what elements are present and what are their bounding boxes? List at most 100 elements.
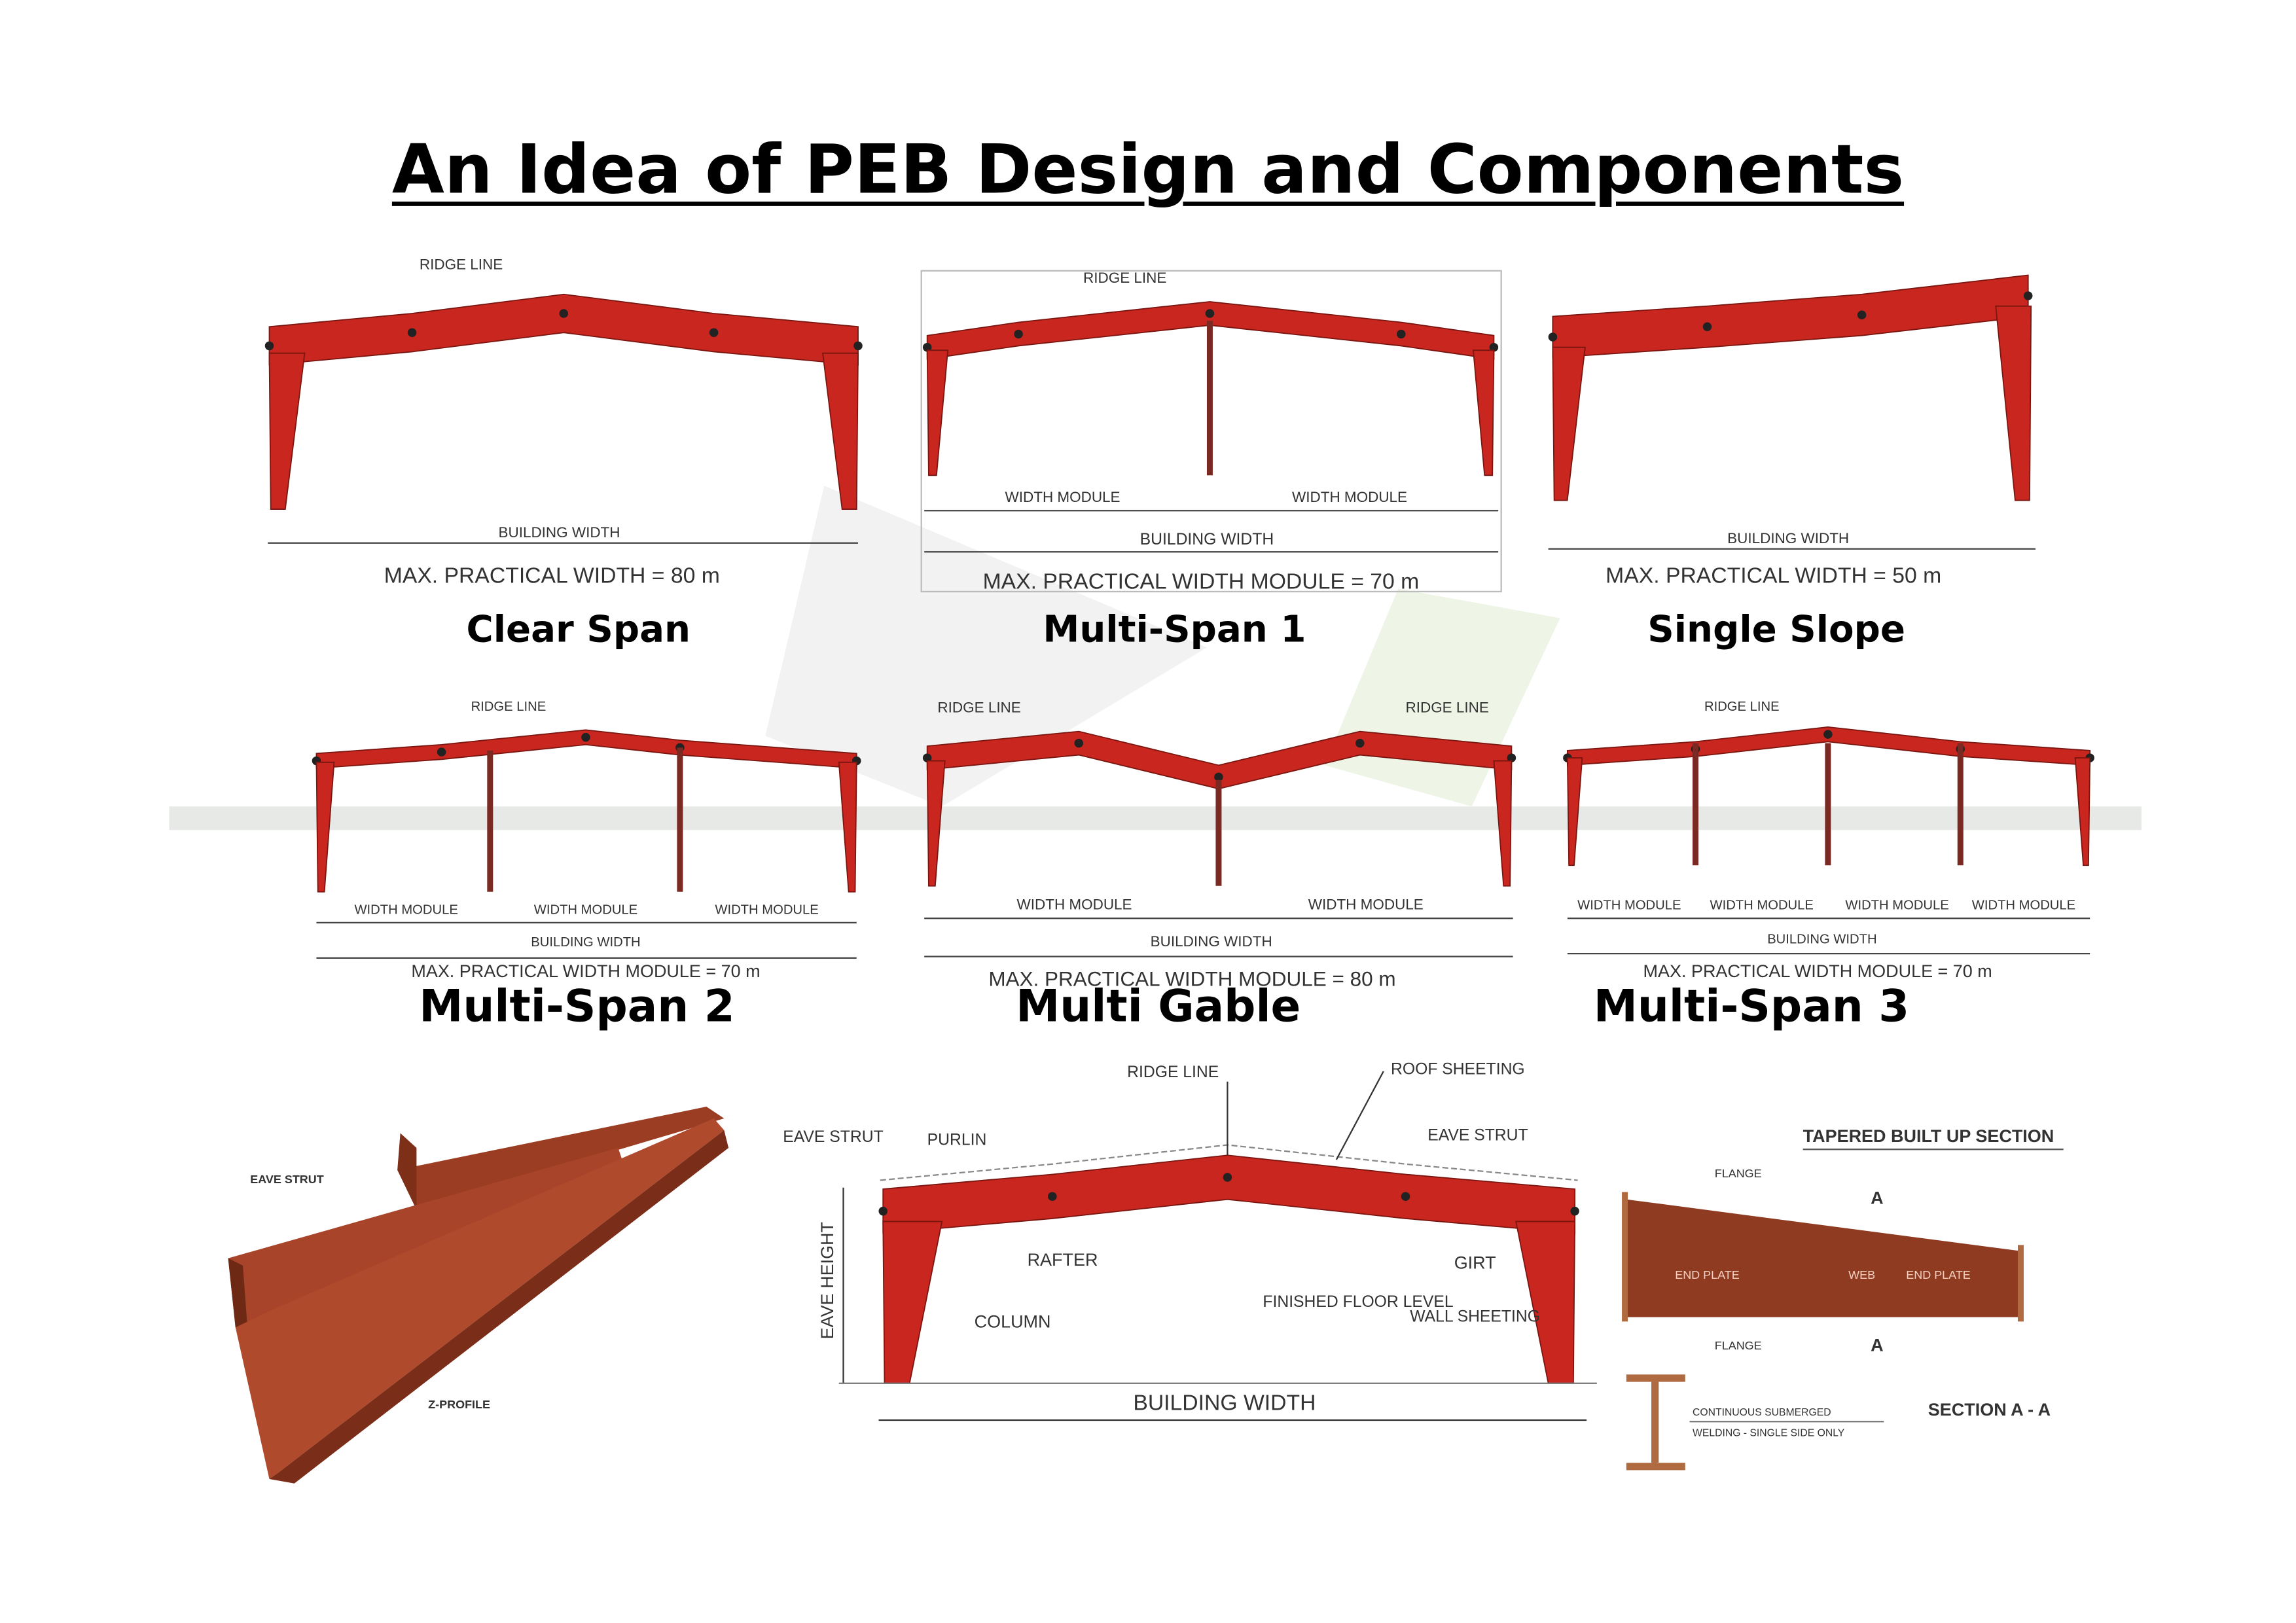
interior-column [1825,743,1831,866]
flange-top-label: FLANGE [1715,1167,1762,1180]
connection-bolt [878,1206,888,1216]
max-width-label: MAX. PRACTICAL WIDTH MODULE = 80 m [988,968,1395,991]
connection-bolt [922,342,932,352]
connection-bolt [1702,322,1712,331]
column [1493,760,1513,887]
column [926,760,946,887]
connection-bolt [922,753,932,762]
column [2074,757,2091,866]
ridge-line-label: RIDGE LINE [1704,700,1780,714]
end-plate-right-label: END PLATE [1906,1268,1971,1281]
building-width-label: BUILDING WIDTH [1140,531,1274,548]
caption-multi-span-3: Multi-Span 3 [1593,981,1910,1033]
building-width-label: BUILDING WIDTH [531,935,640,950]
connection-bolt [581,732,590,742]
caption-multi-span-2: Multi-Span 2 [419,981,735,1033]
tapered-web [1626,1199,2020,1317]
width-module-label: WIDTH MODULE [1017,897,1132,913]
eave-strut-label: EAVE STRUT [250,1173,324,1186]
connection-bolt [1014,329,1023,339]
caption-clear-span: Clear Span [466,607,691,651]
building-width-label: BUILDING WIDTH [1151,933,1272,950]
tapered-section-title: TAPERED BUILT UP SECTION [1803,1126,2054,1146]
connection-bolt [1214,772,1223,782]
welding-label-2: WELDING - SINGLE SIDE ONLY [1693,1428,1845,1439]
end-plate-left-label: END PLATE [1675,1268,1740,1281]
max-width-label: MAX. PRACTICAL WIDTH = 80 m [384,563,720,588]
max-width-label: MAX. PRACTICAL WIDTH MODULE = 70 m [411,961,760,981]
purlin-label: PURLIN [927,1131,987,1149]
width-module-label: WIDTH MODULE [1577,899,1681,913]
column [268,352,306,510]
girt-label: GIRT [1454,1253,1496,1272]
width-module-label: WIDTH MODULE [534,902,637,917]
interior-column [677,747,683,892]
width-module-label: WIDTH MODULE [1972,899,2075,913]
interior-column [1957,743,1964,866]
connection-bolt [853,341,863,351]
building-width-label: BUILDING WIDTH [499,524,620,541]
connection-bolt [1548,332,1558,342]
page-title-text: An Idea of PEB Design and Components [391,129,1905,209]
panel-border [920,270,1502,593]
interior-column [487,750,493,892]
watermark-band [169,806,2142,830]
width-module-label: WIDTH MODULE [354,902,457,917]
ridge-line-label: RIDGE LINE [1406,699,1489,715]
end-plate-right [2017,1245,2024,1322]
column [838,761,857,893]
leader-line [1335,1071,1384,1160]
eave-strut-right-label: EAVE STRUT [1427,1127,1528,1145]
connection-bolt [559,309,568,318]
connection-bolt [264,341,274,351]
ridge-line-label: RIDGE LINE [1127,1063,1219,1081]
end-plate-left [1622,1192,1628,1322]
column [1995,305,2032,501]
watermark-shape [765,486,1207,807]
column [1515,1221,1576,1384]
ridge-line-label: RIDGE LINE [1083,270,1166,286]
connection-bolt [437,747,446,757]
connection-bolt [709,328,719,337]
caption-single-slope: Single Slope [1647,607,1906,651]
connection-bolt [1570,1206,1579,1216]
watermark-shape [1324,588,1560,807]
building-width-label: BUILDING WIDTH [1767,932,1876,946]
column [882,1221,943,1384]
column [1472,349,1495,476]
interior-column [1215,779,1222,886]
connection-bolt [1401,1192,1410,1201]
connection-bolt [407,328,417,337]
width-module-label: WIDTH MODULE [715,902,818,917]
max-width-label: MAX. PRACTICAL WIDTH = 50 m [1605,563,1941,588]
building-width-label: BUILDING WIDTH [1133,1390,1316,1415]
caption-multi-span-1: Multi-Span 1 [1043,607,1306,651]
interior-column [1206,321,1213,476]
section-a-a-title: SECTION A - A [1928,1400,2051,1419]
connection-bolt [1489,342,1499,352]
section-mark-bottom: A [1871,1335,1883,1355]
column [926,349,949,476]
connection-bolt [1223,1173,1232,1182]
column [315,761,335,893]
column [1552,346,1586,501]
column-label: COLUMN [975,1311,1051,1331]
z-profile-illustration [228,1107,729,1484]
column [822,352,859,510]
section-mark-top: A [1871,1188,1883,1207]
column [1566,757,1583,866]
building-width-label: BUILDING WIDTH [1727,530,1849,546]
rafter [268,293,859,366]
connection-bolt [1205,309,1215,318]
flange-bottom-label: FLANGE [1715,1339,1762,1352]
welding-label-1: CONTINUOUS SUBMERGED [1693,1407,1831,1418]
i-section-icon [1626,1374,1685,1471]
max-width-label: MAX. PRACTICAL WIDTH MODULE = 70 m [983,569,1420,594]
rafter [882,1154,1576,1234]
eave-strut-left-label: EAVE STRUT [783,1128,883,1146]
connection-bolt [1074,738,1084,748]
connection-bolt [2023,291,2033,300]
rafter [1552,274,2029,359]
roof-sheeting-label: ROOF SHEETING [1391,1061,1525,1079]
